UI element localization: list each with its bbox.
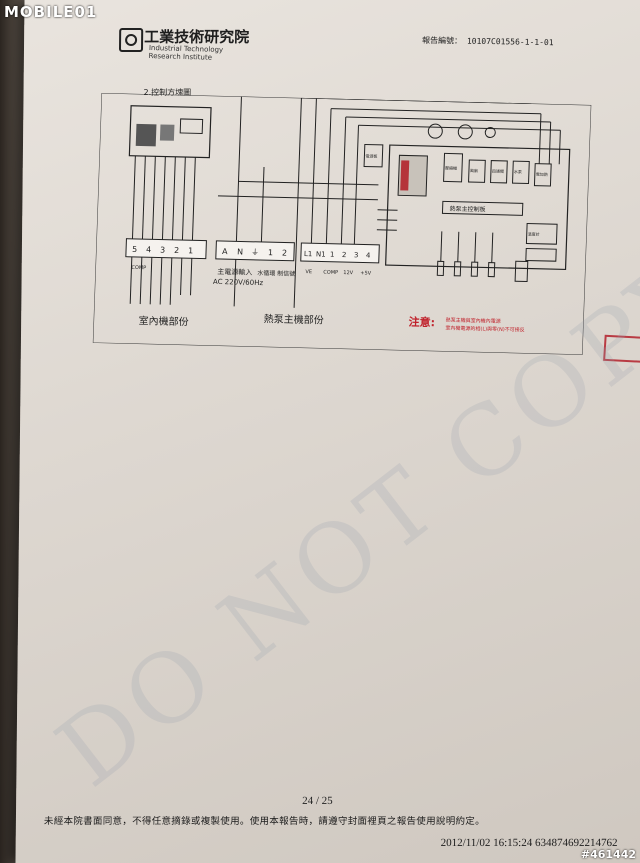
indoor-part-label: 室內機部份 [138,314,188,328]
heatpump-terminal-labels: L1 N1 1 2 3 4 [304,250,371,260]
pcb-label: 熱泵主控制板 [449,205,485,214]
heatpump-part-label: 熱泵主機部份 [263,312,323,326]
indoor-terminal-labels: 5 4 3 2 1 [132,245,193,255]
heatpump-terminal-block [300,242,380,264]
image-id-watermark: #461442 [580,848,636,861]
terminal-label: 3 [354,251,359,259]
terminal-label: N [237,247,243,256]
terminal-label: 4 [146,245,151,254]
terminal-label: 2 [174,246,179,255]
copyright-notice: 未經本院書面同意，不得任意摘錄或複製使用。使用本報告時，請遵守封面裡頁之報告使用… [43,816,485,827]
component-label: 壓縮機 [445,164,457,170]
institute-english-name: Industrial Technology Research Institute [148,44,224,62]
water-pump-relay-label: 水循環 制信號 [257,269,295,278]
component-label: 電加熱 [536,171,548,177]
terminal-label: 1 [268,248,273,257]
terminal-label: 5 [132,245,137,254]
control-block-diagram: 5 4 3 2 1 A N ⏚ 1 2 L1 N [92,93,592,355]
component-label: 水泵 [514,168,522,174]
wire-tag: VE [305,269,312,275]
indoor-terminal-block [125,238,207,260]
sensor-probes [436,231,529,283]
component-label: 四通閥 [492,168,504,174]
mobile01-watermark: MOBILE01 [4,3,98,21]
component-labels: 電源板 壓縮機 風扇 四通閥 水泵 電加熱 溫度計 [365,152,548,236]
component-blocks [363,123,552,187]
terminal-label: 1 [188,246,193,255]
notice-line-1: 熱泵主機與室內機內電源 [446,317,501,325]
terminal-label: 2 [282,248,287,257]
terminal-label: A [222,247,228,256]
component-label: 電源板 [365,152,377,158]
terminal-label: 4 [366,252,371,260]
terminal-label: 1 [330,251,335,259]
wire-tag: 12V [343,270,354,276]
wire-tag: COMP [131,265,146,271]
power-spec-label: AC 220V/60Hz [213,278,264,287]
wire-tag: COMP [323,270,338,276]
terminal-label: L1 [304,250,313,258]
wire-tag: +5V [360,270,372,276]
notice-label: 注意: [408,315,435,330]
indoor-unit-block [128,105,212,159]
terminal-label: N1 [316,250,326,258]
heatpump-control-board [385,144,571,271]
report-number: 報告編號： 10107C01556-1-1-01 [421,35,554,48]
document-page: 工業技術研究院 Industrial Technology Research I… [15,0,640,863]
itri-logo-icon [118,28,144,52]
terminal-label: ⏚ [251,248,259,257]
terminal-label: 3 [160,246,165,255]
component-label: 溫度計 [528,230,540,236]
notice-line-2: 室內機電源的相(L)與零(N)不可接反 [445,325,525,334]
power-terminal-labels: A N ⏚ 1 2 [222,247,287,258]
page-number: 24 / 25 [302,795,333,807]
wire-tags: VE COMP 12V COMP +5V [131,265,371,277]
terminal-label: 2 [342,251,347,259]
power-terminal-block [215,240,295,262]
power-input-label: 主電源輸入 [217,267,252,277]
component-label: 風扇 [470,167,478,173]
